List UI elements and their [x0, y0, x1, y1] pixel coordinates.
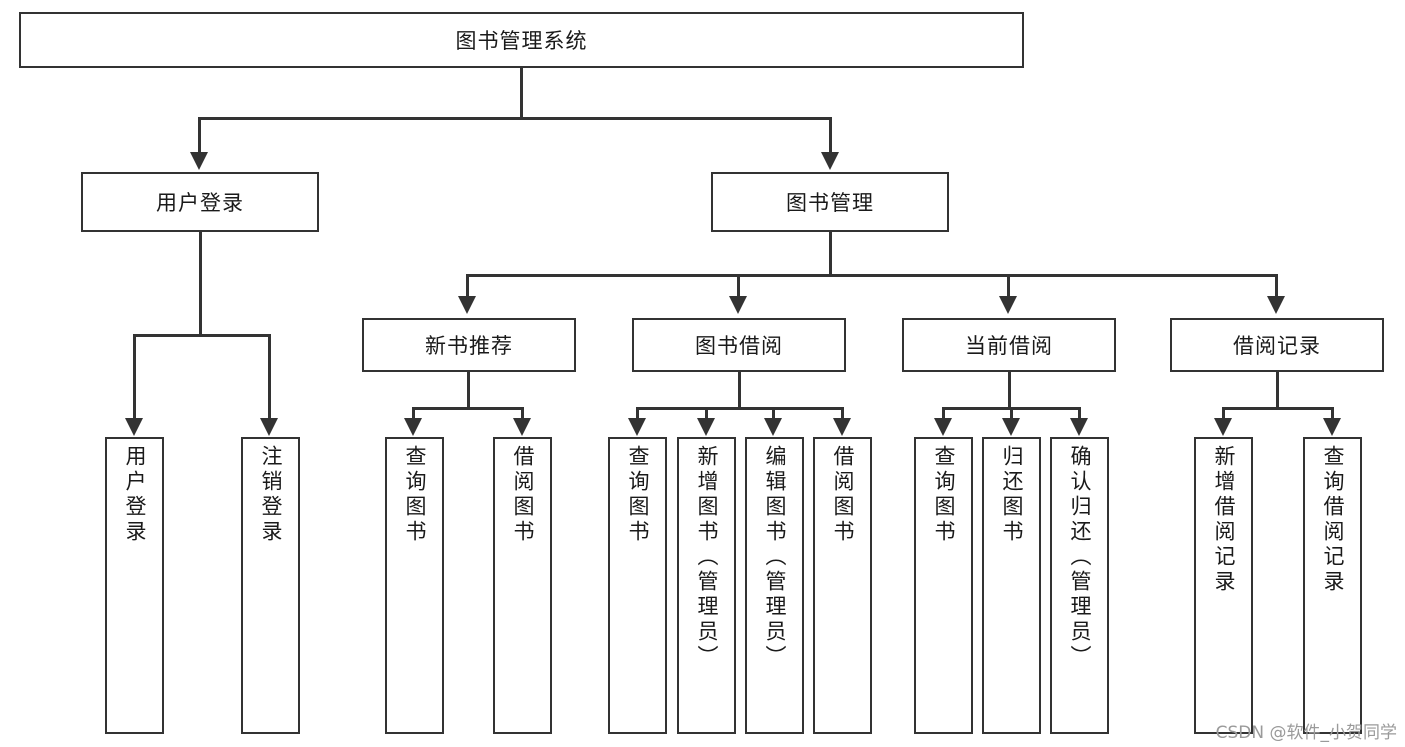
node-label: 用户登录	[156, 191, 244, 215]
connector-new-book-bar	[412, 407, 524, 410]
arrowhead-current-borrow-to-leaf-1	[934, 418, 952, 436]
connector-user-login-to-leaf-1	[133, 334, 136, 420]
connector-book-mgmt-to-borrow-book	[737, 274, 740, 298]
arrowhead-book-mgmt-to-borrow-book	[729, 296, 747, 314]
node-book-borrow[interactable]: 图书借阅	[632, 318, 846, 372]
arrowhead-current-borrow-to-leaf-2	[1002, 418, 1020, 436]
connector-book-borrow-to-leaf-3	[772, 407, 775, 420]
arrowhead-borrow-record-to-leaf-2	[1323, 418, 1341, 436]
node-label: 查询图书	[403, 445, 427, 545]
arrowhead-borrow-record-to-leaf-1	[1214, 418, 1232, 436]
arrowhead-book-borrow-to-leaf-1	[628, 418, 646, 436]
leaf-user-login-signout[interactable]: 注销登录	[241, 437, 300, 734]
connector-book-borrow-stem	[738, 372, 741, 409]
leaf-current-borrow-query[interactable]: 查询图书	[914, 437, 973, 734]
connector-borrow-record-bar	[1222, 407, 1334, 410]
leaf-book-borrow-query[interactable]: 查询图书	[608, 437, 667, 734]
leaf-user-login-signin[interactable]: 用户登录	[105, 437, 164, 734]
connector-borrow-record-stem	[1276, 372, 1279, 409]
arrowhead-current-borrow-to-leaf-3	[1070, 418, 1088, 436]
node-user-login[interactable]: 用户登录	[81, 172, 319, 232]
node-label: 确认归还（管理员）	[1068, 445, 1092, 670]
connector-current-borrow-stem	[1008, 372, 1011, 409]
node-new-book-recommend[interactable]: 新书推荐	[362, 318, 576, 372]
arrowhead-book-mgmt-to-new-book	[458, 296, 476, 314]
node-label: 借阅记录	[1233, 334, 1321, 358]
connector-book-borrow-bar	[636, 407, 844, 410]
connector-book-borrow-to-leaf-4	[841, 407, 844, 420]
connector-book-mgmt-to-borrow-record	[1275, 274, 1278, 298]
connector-book-mgmt-bar	[466, 274, 1278, 277]
arrowhead-book-mgmt-to-current-borrow	[999, 296, 1017, 314]
node-label: 借阅图书	[831, 445, 855, 545]
node-label: 注销登录	[259, 445, 283, 545]
connector-book-mgmt-to-new-book	[466, 274, 469, 298]
node-label: 用户登录	[123, 445, 147, 545]
node-root-system[interactable]: 图书管理系统	[19, 12, 1024, 68]
connector-new-book-stem	[467, 372, 470, 409]
node-label: 借阅图书	[511, 445, 535, 545]
node-book-management[interactable]: 图书管理	[711, 172, 949, 232]
node-label: 图书管理	[786, 191, 874, 215]
connector-current-borrow-to-leaf-2	[1010, 407, 1013, 420]
connector-borrow-record-to-leaf-1	[1222, 407, 1225, 420]
connector-user-login-stem	[199, 232, 202, 336]
leaf-borrow-record-add[interactable]: 新增借阅记录	[1194, 437, 1253, 734]
connector-borrow-record-to-leaf-2	[1331, 407, 1334, 420]
node-label: 新增图书（管理员）	[695, 445, 719, 670]
connector-root-to-book-mgmt	[829, 117, 832, 154]
node-label: 查询图书	[626, 445, 650, 545]
node-label: 新增借阅记录	[1212, 445, 1236, 595]
node-label: 归还图书	[1000, 445, 1024, 545]
node-label: 当前借阅	[965, 334, 1053, 358]
connector-root-to-user-login	[198, 117, 201, 154]
leaf-current-borrow-confirm-return[interactable]: 确认归还（管理员）	[1050, 437, 1109, 734]
arrowhead-user-login-to-leaf-1	[125, 418, 143, 436]
arrowhead-book-mgmt-to-borrow-record	[1267, 296, 1285, 314]
connector-book-mgmt-to-current-borrow	[1007, 274, 1010, 298]
leaf-book-borrow-add[interactable]: 新增图书（管理员）	[677, 437, 736, 734]
connector-current-borrow-to-leaf-1	[942, 407, 945, 420]
leaf-borrow-record-query[interactable]: 查询借阅记录	[1303, 437, 1362, 734]
arrowhead-book-borrow-to-leaf-4	[833, 418, 851, 436]
arrowhead-user-login-to-leaf-2	[260, 418, 278, 436]
node-label: 查询图书	[932, 445, 956, 545]
watermark-text: CSDN @软件_小贺同学	[1215, 723, 1397, 743]
leaf-current-borrow-return[interactable]: 归还图书	[982, 437, 1041, 734]
connector-user-login-bar	[133, 334, 271, 337]
connector-current-borrow-to-leaf-3	[1078, 407, 1081, 420]
arrowhead-new-book-to-leaf-1	[404, 418, 422, 436]
connector-book-borrow-to-leaf-2	[705, 407, 708, 420]
leaf-book-borrow-edit[interactable]: 编辑图书（管理员）	[745, 437, 804, 734]
node-borrow-record[interactable]: 借阅记录	[1170, 318, 1384, 372]
arrowhead-book-borrow-to-leaf-3	[764, 418, 782, 436]
node-label: 新书推荐	[425, 334, 513, 358]
node-label: 图书借阅	[695, 334, 783, 358]
arrowhead-root-to-user-login	[190, 152, 208, 170]
connector-new-book-to-leaf-1	[412, 407, 415, 420]
node-current-borrow[interactable]: 当前借阅	[902, 318, 1116, 372]
connector-book-borrow-to-leaf-1	[636, 407, 639, 420]
node-label: 查询借阅记录	[1321, 445, 1345, 595]
leaf-book-borrow-borrow[interactable]: 借阅图书	[813, 437, 872, 734]
arrowhead-root-to-book-mgmt	[821, 152, 839, 170]
connector-root-stem	[520, 68, 523, 117]
connector-root-bar	[198, 117, 832, 120]
arrowhead-book-borrow-to-leaf-2	[697, 418, 715, 436]
node-label: 图书管理系统	[455, 29, 588, 53]
node-label: 编辑图书（管理员）	[763, 445, 787, 670]
arrowhead-new-book-to-leaf-2	[513, 418, 531, 436]
connector-book-mgmt-stem	[829, 232, 832, 276]
connector-user-login-to-leaf-2	[268, 334, 271, 420]
leaf-new-book-borrow[interactable]: 借阅图书	[493, 437, 552, 734]
leaf-new-book-query[interactable]: 查询图书	[385, 437, 444, 734]
connector-new-book-to-leaf-2	[521, 407, 524, 420]
